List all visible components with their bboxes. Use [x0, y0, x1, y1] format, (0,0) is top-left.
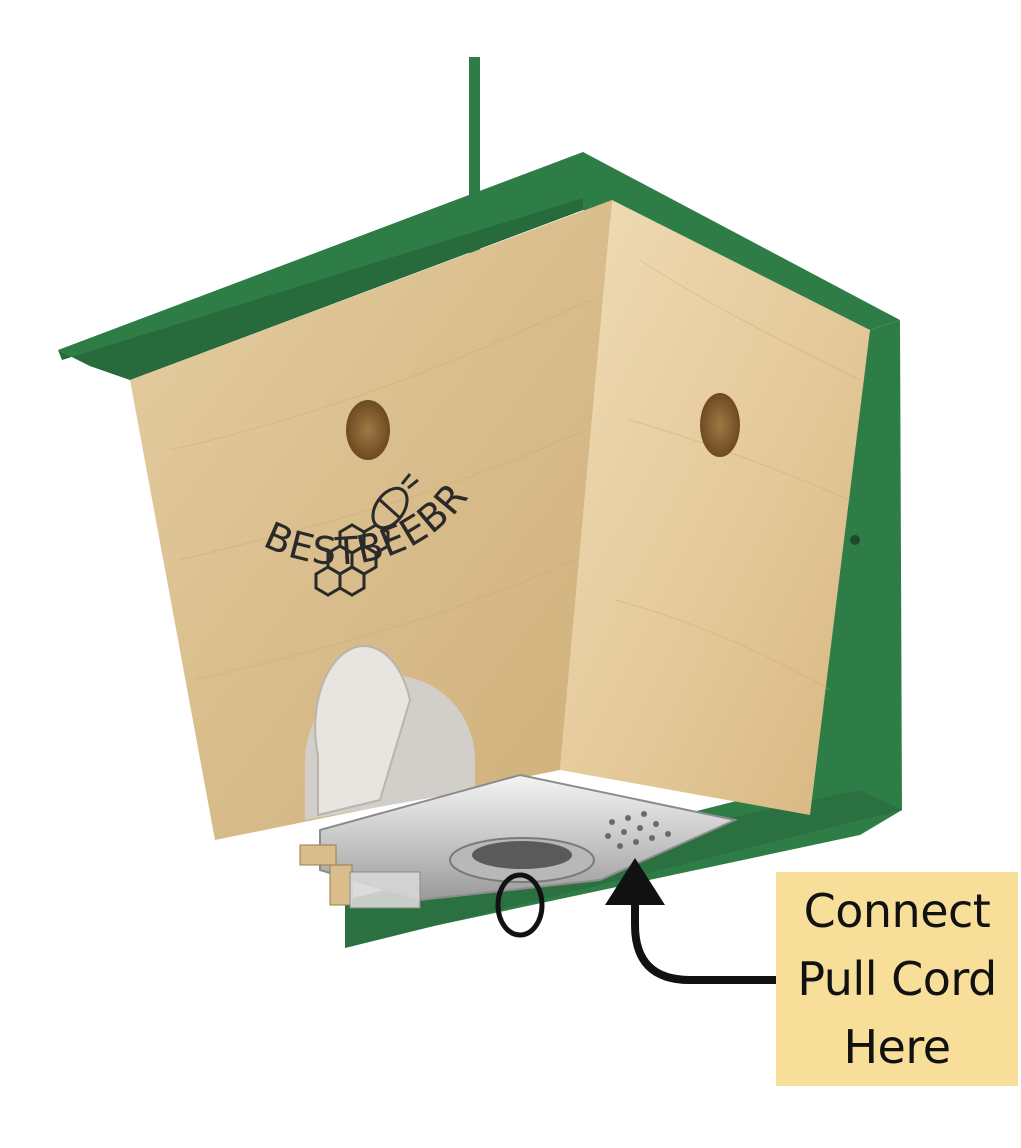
arrow-up-icon — [605, 858, 780, 984]
opening-door — [314, 645, 412, 817]
latch — [299, 844, 421, 909]
mount-hole — [850, 535, 860, 545]
roof-edge — [58, 198, 583, 380]
wood-side-face — [560, 200, 870, 815]
wood-grain — [169, 259, 861, 691]
callout-line-1: Connect — [803, 884, 991, 938]
callout-line-3: Here — [843, 1020, 951, 1074]
tray-perforations — [605, 811, 671, 849]
pull-ring — [495, 872, 545, 938]
pull-cord-port-inner — [472, 841, 572, 869]
callout-line-2: Pull Cord — [797, 952, 997, 1006]
bee-icon — [371, 473, 419, 530]
callout-box: Connect Pull Cord Here — [776, 872, 1018, 1086]
entry-hole-side — [700, 393, 740, 457]
entry-hole-front — [346, 400, 390, 460]
hanging-pole — [469, 57, 480, 257]
wood-front-face — [130, 200, 612, 840]
